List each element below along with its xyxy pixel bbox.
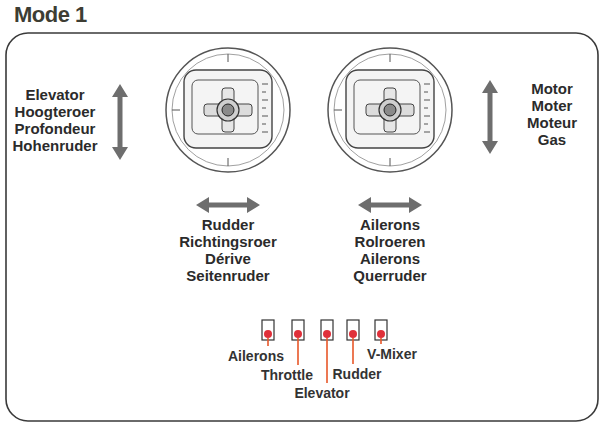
switch-dot	[264, 330, 272, 338]
axis-label: Moteur	[527, 114, 577, 131]
switch-label: Throttle	[261, 367, 313, 384]
stick-base	[217, 99, 239, 121]
trim-ticks	[334, 54, 430, 166]
axis-label: Querruder	[353, 267, 426, 284]
gimbal-frame	[346, 70, 434, 148]
double-arrow	[482, 80, 498, 154]
stick-gimbal	[166, 48, 290, 172]
double-arrow	[112, 84, 128, 160]
gimbal-bar	[222, 88, 234, 132]
mode-panel	[6, 33, 598, 421]
switch-dot	[294, 330, 302, 338]
gimbal-frame	[184, 70, 272, 148]
axis-label: Hohenruder	[12, 137, 97, 154]
trim-ticks	[172, 54, 268, 166]
switch	[262, 320, 274, 340]
switch	[347, 320, 359, 340]
axis-label: Gas	[538, 131, 566, 148]
gimbal-inner-frame	[192, 80, 258, 134]
gimbal-bar	[204, 104, 252, 116]
switch-label: Elevator	[294, 385, 349, 402]
switch-dot	[377, 330, 385, 338]
axis-label: Elevator	[25, 86, 84, 103]
switch-label: Ailerons	[228, 348, 284, 365]
switch-label: Rudder	[333, 366, 382, 383]
axis-label: Motor	[531, 80, 573, 97]
axis-label: Profondeur	[15, 120, 96, 137]
gimbal-ring	[166, 48, 290, 172]
gimbal-inner-ring	[172, 54, 284, 166]
axis-label: Dérive	[205, 250, 251, 267]
mode-title: Mode 1	[14, 2, 87, 28]
switch	[292, 320, 304, 340]
double-arrow	[196, 197, 260, 213]
gimbal-ring	[328, 48, 452, 172]
axis-label: Hoogteroer	[15, 103, 96, 120]
switch	[321, 320, 333, 340]
gimbal-inner-ring	[334, 54, 446, 166]
axis-label: Ailerons	[360, 250, 420, 267]
stick-base	[379, 99, 401, 121]
axis-label: Richtingsroer	[179, 233, 277, 250]
switch	[375, 320, 387, 340]
axis-label: Rolroeren	[355, 233, 426, 250]
switch-dot	[349, 330, 357, 338]
switch-dot	[323, 330, 331, 338]
double-arrow	[358, 197, 422, 213]
gimbal-inner-frame	[354, 80, 420, 134]
axis-label: Moter	[532, 97, 573, 114]
axis-label: Rudder	[202, 216, 255, 233]
switch-label: V-Mixer	[367, 346, 417, 363]
gimbal-bar	[384, 88, 396, 132]
gimbal-bar	[366, 104, 414, 116]
stick-knob	[222, 104, 234, 116]
stick-knob	[384, 104, 396, 116]
axis-label: Ailerons	[360, 216, 420, 233]
stick-gimbal	[328, 48, 452, 172]
axis-label: Seitenruder	[186, 267, 269, 284]
